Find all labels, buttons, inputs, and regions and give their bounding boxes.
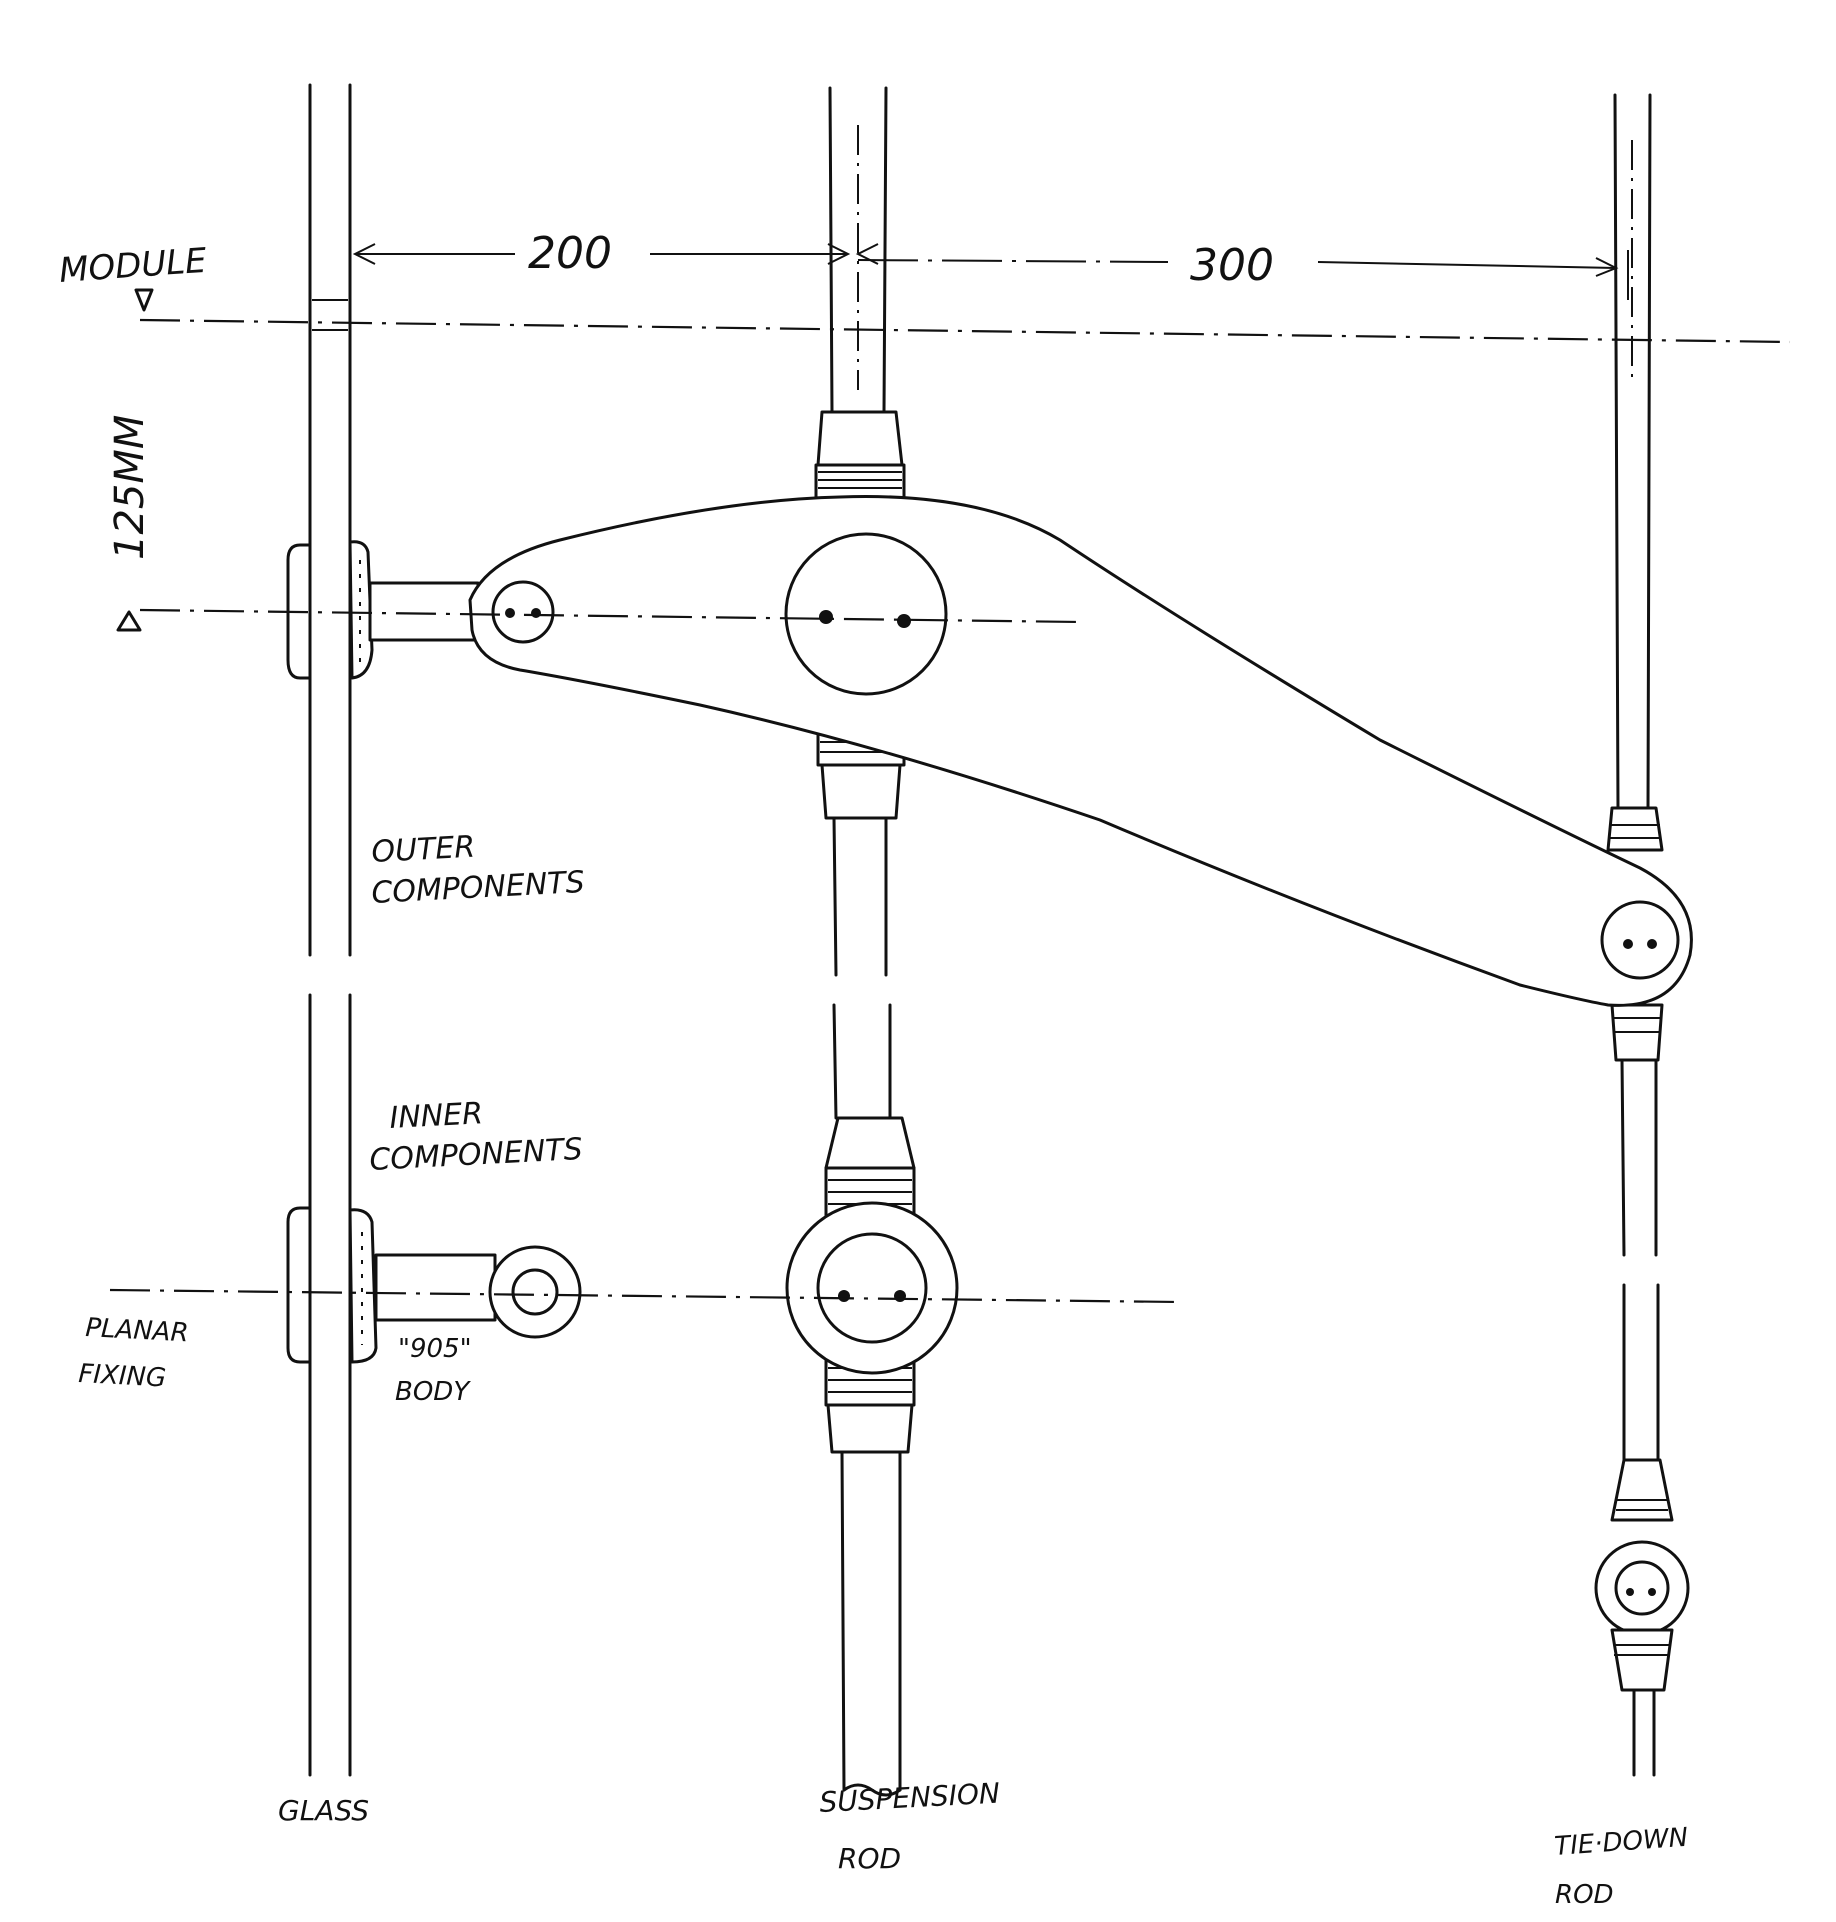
outer-components-label-line1: OUTER xyxy=(371,830,476,870)
body-label-line2: BODY xyxy=(395,1377,471,1407)
module-marker-bottom xyxy=(116,610,142,632)
tie-down-rod-label-line2: ROD xyxy=(1555,1880,1614,1910)
outer-fixing-assembly xyxy=(286,495,1693,1007)
module-markers xyxy=(116,288,154,632)
tie-down-rod-label-line1: TIE·DOWN xyxy=(1553,1823,1689,1862)
glass-label: GLASS xyxy=(278,1794,369,1827)
glass-panel xyxy=(308,83,352,1777)
module-spacing-label: 125MM xyxy=(107,415,153,560)
suspension-rod xyxy=(785,86,959,1797)
dimension-300-label: 300 xyxy=(1190,240,1274,291)
suspension-rod-label-line1: SUSPENSION xyxy=(819,1777,1001,1819)
suspension-rod-label-line2: ROD xyxy=(838,1842,901,1875)
dimension-line xyxy=(352,243,1629,300)
planar-fixing-label-line2: FIXING xyxy=(78,1359,167,1394)
inner-components-label-line1: INNER xyxy=(389,1096,484,1136)
inner-components-label-line2: COMPONENTS xyxy=(369,1132,584,1178)
inner-fixing-assembly xyxy=(286,1206,582,1364)
tie-down-rod xyxy=(1594,93,1690,1777)
module-marker-top xyxy=(134,288,154,312)
centre-lines xyxy=(109,318,1791,1304)
body-label-line1: "905" xyxy=(398,1334,472,1364)
outer-components-label-line2: COMPONENTS xyxy=(371,865,586,911)
module-label: MODULE xyxy=(58,241,209,291)
planar-fixing-label-line1: PLANAR xyxy=(85,1313,190,1348)
dimension-200-label: 200 xyxy=(528,228,612,279)
